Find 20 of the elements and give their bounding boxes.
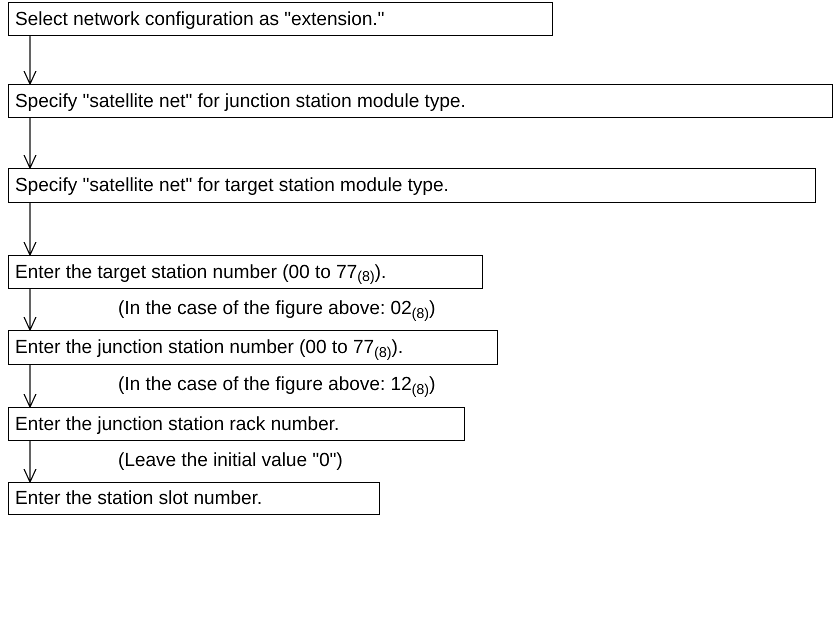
process-box [8,168,816,203]
step-text: Enter the station slot number. [15,489,262,508]
arrow [23,203,37,256]
arrow [23,441,37,483]
step-text: Specify "satellite net" for target station module type. [15,176,449,195]
step-text: Enter the junction station rack number. [15,414,340,434]
process-box [8,2,553,36]
arrow [23,289,37,331]
arrow [23,36,37,85]
process-box [8,482,380,515]
process-box [8,84,833,118]
step-text: Enter the target station number (00 to 77$_{(8)}$). [15,262,386,282]
process-box [8,255,483,289]
arrow [23,365,37,408]
note-text: (Leave the initial value "0") [118,451,343,470]
step-text: Specify "satellite net" for junction station module type. [15,92,466,110]
arrow [23,118,37,169]
process-box [8,407,465,441]
step-text: Select network configuration as "extension." [15,10,384,28]
process-box [8,330,498,365]
